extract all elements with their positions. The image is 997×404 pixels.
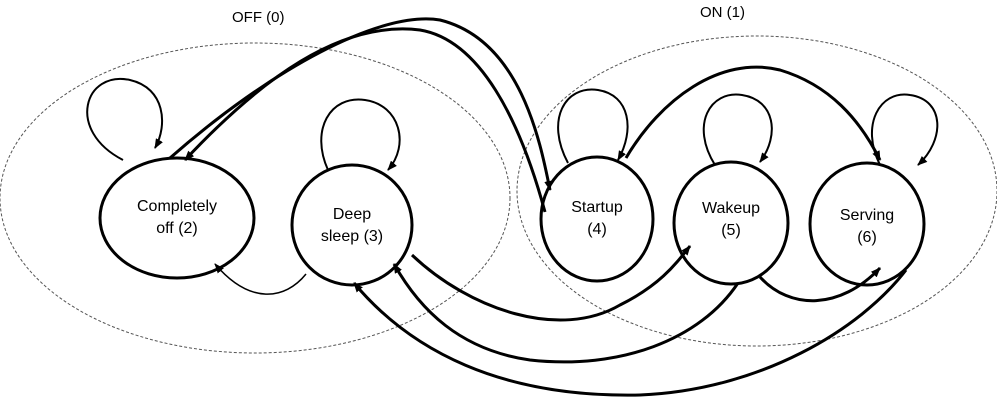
state-startup-line1: Startup bbox=[571, 199, 623, 216]
off-group-boundary bbox=[0, 42, 511, 354]
loop-wakeup bbox=[702, 93, 773, 166]
state-completely-off-line1: Completely bbox=[136, 198, 218, 215]
arrow-deep-sleep-to-wakeup bbox=[410, 245, 692, 322]
arrow-startup-to-serving bbox=[624, 65, 882, 161]
loop-startup bbox=[557, 88, 629, 164]
state-deep-sleep-label: Deep sleep (3) bbox=[292, 204, 412, 248]
state-completely-off-label: Completely off (2) bbox=[117, 196, 237, 240]
state-startup-line2: (4) bbox=[587, 221, 607, 238]
arrow-wakeup-to-deep-sleep bbox=[392, 263, 740, 364]
state-startup bbox=[539, 155, 655, 283]
off-group-label: OFF (0) bbox=[232, 9, 285, 26]
loop-completely-off bbox=[86, 77, 163, 161]
on-group-label: ON (1) bbox=[700, 4, 745, 21]
arrow-startup-to-completely-off bbox=[183, 27, 547, 213]
state-deep-sleep bbox=[290, 163, 414, 287]
state-completely-off-line2: off (2) bbox=[156, 220, 198, 237]
state-serving bbox=[808, 161, 926, 287]
on-group-boundary bbox=[516, 35, 997, 347]
arrow-serving-to-deep-sleep bbox=[352, 269, 908, 397]
arrow-deep-sleep-to-completely-off bbox=[214, 263, 307, 295]
state-serving-label: Serving (6) bbox=[807, 205, 927, 249]
loop-serving bbox=[870, 93, 939, 166]
state-wakeup bbox=[672, 160, 790, 286]
arrow-wakeup-to-serving bbox=[758, 266, 882, 303]
state-serving-line2: (6) bbox=[857, 229, 877, 246]
state-deep-sleep-line2: sleep (3) bbox=[320, 228, 384, 245]
state-deep-sleep-line1: Deep bbox=[332, 206, 372, 223]
state-completely-off bbox=[98, 156, 256, 280]
state-serving-line1: Serving bbox=[839, 207, 895, 224]
state-wakeup-label: Wakeup (5) bbox=[671, 198, 791, 242]
loop-deep-sleep bbox=[320, 98, 401, 171]
state-wakeup-line2: (5) bbox=[721, 222, 741, 239]
state-startup-label: Startup (4) bbox=[537, 197, 657, 241]
state-wakeup-line1: Wakeup bbox=[701, 200, 761, 217]
